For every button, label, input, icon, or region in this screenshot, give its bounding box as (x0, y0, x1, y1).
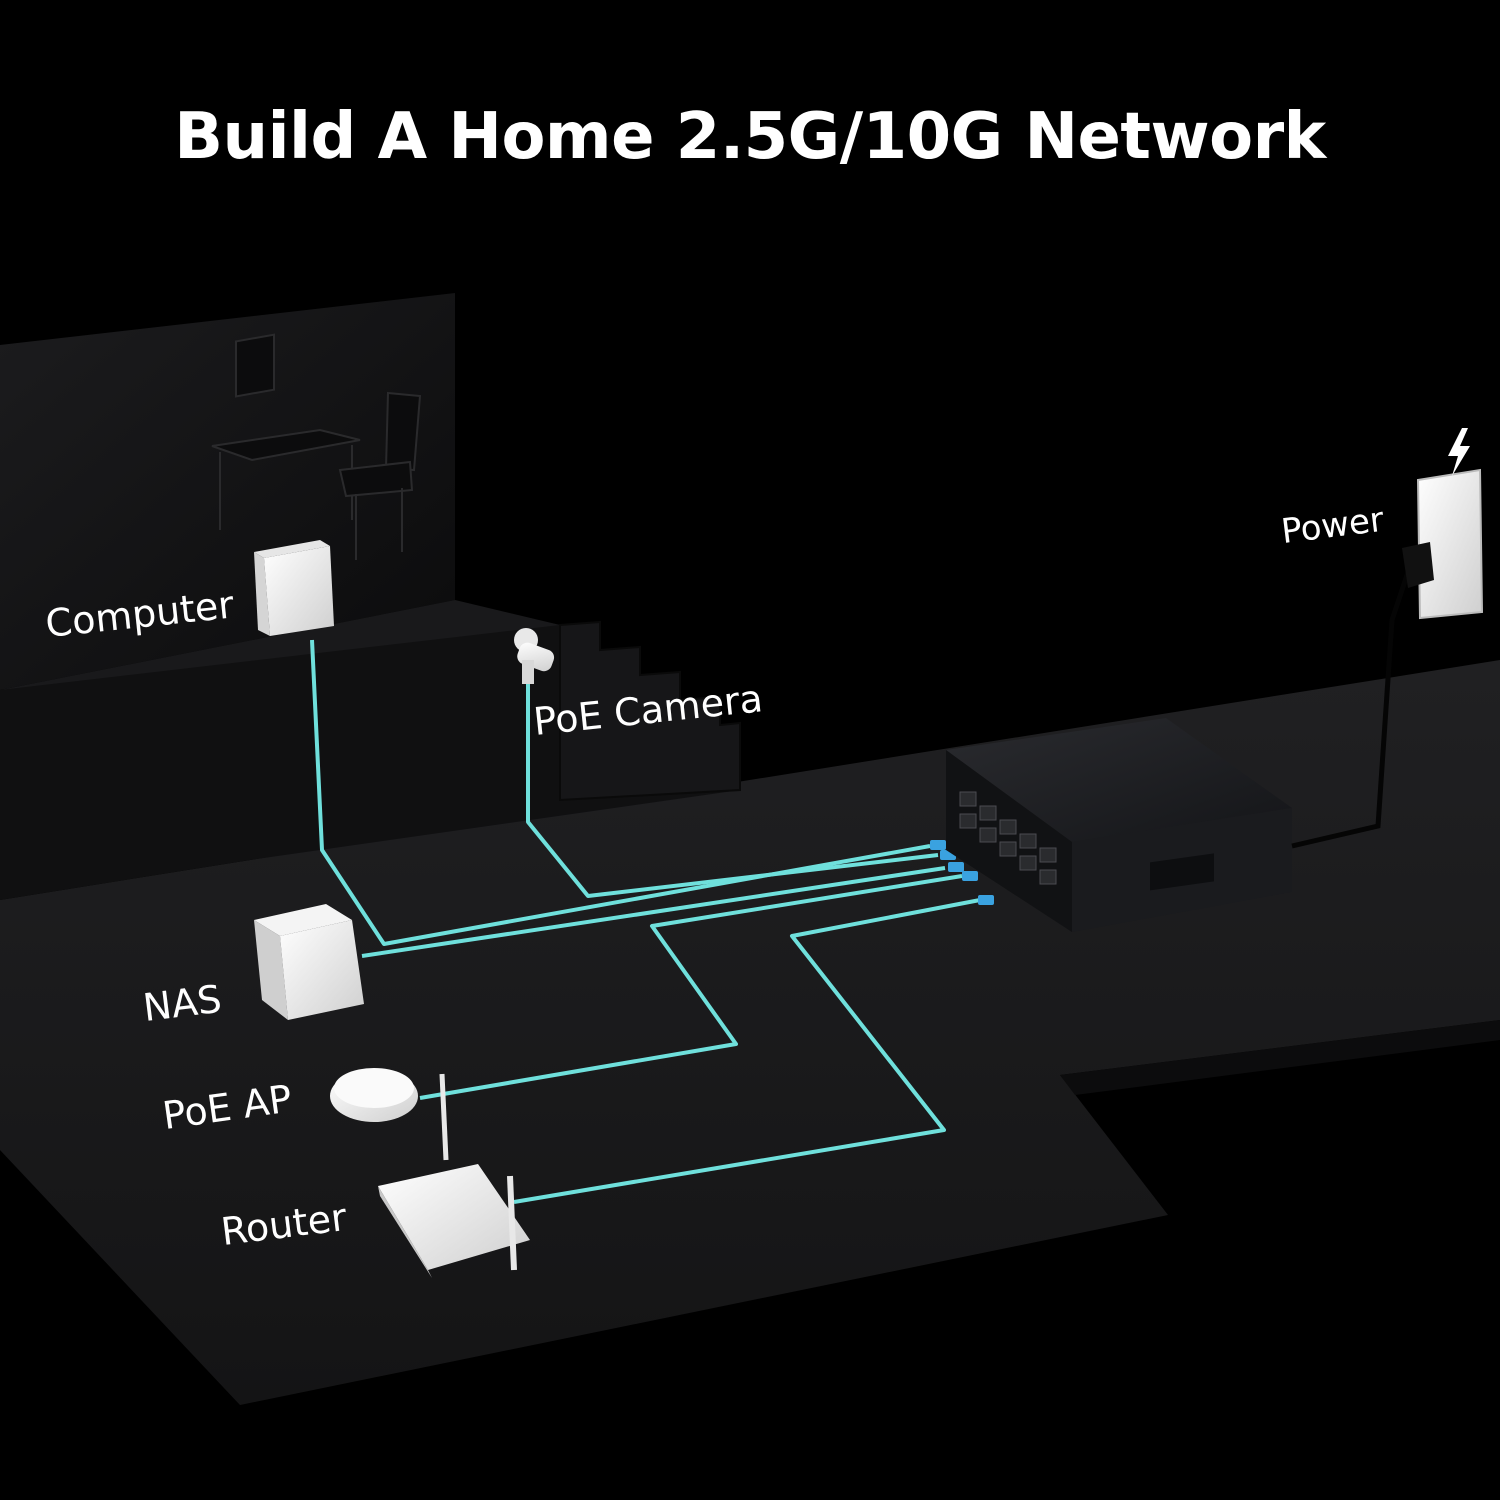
cable-nas (361, 866, 946, 958)
computer-device (254, 540, 334, 636)
raised-block (0, 625, 740, 900)
staircase (559, 620, 741, 802)
power-cable (1291, 559, 1415, 849)
cable-router (513, 898, 981, 1204)
nas-device (254, 904, 364, 1020)
cable-ap (419, 874, 963, 1100)
cable-plugs (930, 840, 994, 905)
ethernet-cables (310, 639, 981, 1204)
network-switch (946, 718, 1292, 932)
cable-camera (526, 676, 939, 898)
upper-ledge (0, 600, 560, 690)
poe-ap-device (330, 1068, 449, 1161)
floor-edge (1060, 1020, 1500, 1095)
lightning-icon (1448, 428, 1470, 476)
wall-outlet (1402, 468, 1484, 620)
desk-furniture (211, 333, 422, 560)
page-title: Build A Home 2.5G/10G Network (174, 100, 1326, 174)
back-wall (0, 293, 455, 690)
poe-camera-device (514, 628, 555, 684)
router-device (378, 1164, 530, 1278)
cable-computer (310, 639, 931, 946)
